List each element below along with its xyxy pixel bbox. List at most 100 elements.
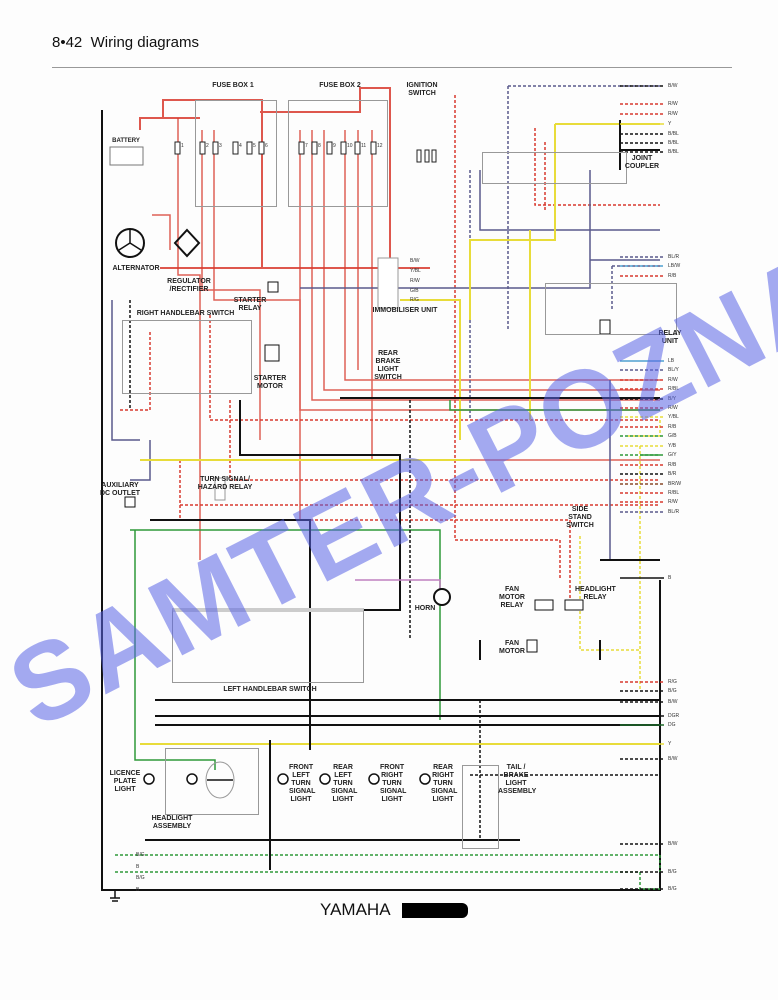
immobiliser-wire-label: R/G — [410, 297, 419, 303]
fuse-number: 2 — [206, 143, 209, 149]
black-wires — [145, 120, 660, 870]
right-edge-wire-label: R/W — [668, 377, 678, 383]
rear-right-turn-label: REAR RIGHT TURN SIGNAL LIGHT — [431, 764, 458, 803]
right-edge-wire-label: B/R — [668, 471, 677, 477]
redacted-model — [402, 903, 468, 918]
page-number: 8•42 — [52, 34, 83, 51]
fuse-number: 7 — [305, 143, 308, 149]
right-edge-wire-label: BR/W — [668, 481, 682, 487]
immobiliser-wire-label: Y/BL — [410, 268, 421, 274]
immobiliser-wire-label: R/W — [410, 278, 420, 284]
right-edge-wire-label: B/W — [668, 699, 678, 705]
left-edge-wire-label: B — [136, 887, 140, 893]
alternator-windings — [118, 230, 142, 251]
page-header: 8•42 Wiring diagrams — [52, 34, 199, 51]
right-edge-wire-label: G/B — [668, 433, 677, 439]
fuse-number: 10 — [347, 143, 353, 149]
right-edge-wire-label: BL/R — [668, 509, 680, 515]
joint-coupler-label: JOINT COUPLER — [624, 155, 660, 170]
front-right-turn-label: FRONT RIGHT TURN SIGNAL LIGHT — [380, 764, 407, 803]
left-handlebar-switch-label: LEFT HANDLEBAR SWITCH — [223, 686, 317, 693]
yellow-wires — [140, 123, 660, 745]
fuse-box-1-label: FUSE BOX 1 — [212, 82, 254, 89]
immobiliser-wire-label: G/B — [410, 288, 419, 294]
right-edge-wire-label: DGR — [668, 713, 680, 719]
headlight-bulb-icon — [205, 761, 235, 799]
fuse-number: 3 — [219, 143, 222, 149]
fuse-box-2-label: FUSE BOX 2 — [319, 82, 361, 89]
ignition-switch-label: IGNITION SWITCH — [406, 82, 438, 97]
battery-label: BATTERY — [112, 138, 140, 144]
right-edge-wire-label: B/W — [668, 841, 678, 847]
fuse-number: 6 — [265, 143, 268, 149]
fuse-box-1 — [195, 100, 277, 207]
brand-label: YAMAHA — [320, 900, 391, 919]
immobiliser-box — [377, 257, 399, 309]
starter-motor-icon — [264, 344, 280, 362]
right-edge-wire-label: B/BL — [668, 131, 679, 137]
rear-left-turn-label: REAR LEFT TURN SIGNAL LIGHT — [331, 764, 358, 803]
fuse-number: 12 — [377, 143, 383, 149]
fan-motor-icon — [526, 639, 538, 653]
relay-unit-label: RELAY UNIT — [658, 330, 682, 345]
fan-relay-icon — [534, 599, 554, 611]
right-edge-wire-label: LB/W — [668, 263, 681, 269]
page-title: Wiring diagrams — [90, 34, 199, 51]
right-edge-wire-label: R/G — [668, 679, 677, 685]
black-striped-wires — [129, 300, 660, 840]
headlight-relay-icon — [564, 599, 584, 611]
right-edge-wire-label: R/BL — [668, 490, 680, 496]
licence-light-label: LICENCE PLATE LIGHT — [109, 770, 141, 793]
front-left-turn-label: FRONT LEFT TURN SIGNAL LIGHT — [289, 764, 316, 803]
right-edge-wire-label: R/W — [668, 405, 678, 411]
right-edge-wire-label: Y/BL — [668, 414, 679, 420]
right-handlebar-switch-label: RIGHT HANDLEBAR SWITCH — [136, 310, 235, 317]
rectifier-icon — [173, 228, 201, 258]
immobiliser-wire-label: B/W — [410, 258, 420, 264]
fuse-number: 5 — [253, 143, 256, 149]
right-edge-wire-label: R/B — [668, 273, 677, 279]
right-edge-wire-label: LB — [668, 358, 675, 364]
aux-outlet-icon — [124, 496, 136, 508]
right-edge-wire-label: G/Y — [668, 452, 677, 458]
horn-label: HORN — [414, 605, 436, 612]
right-edge-wire-label: B/Y — [668, 396, 677, 402]
fuse-number: 1 — [181, 143, 184, 149]
fuses — [174, 141, 437, 163]
ground-icon — [110, 890, 120, 902]
header-rule — [52, 67, 732, 68]
tail-brake-label: TAIL / BRAKE LIGHT ASSEMBLY — [498, 764, 537, 795]
aux-outlet-label: AUXILIARY DC OUTLET — [99, 482, 141, 497]
right-edge-wire-label: R/B — [668, 424, 677, 430]
ground-wire — [101, 110, 661, 891]
immobiliser-label: IMMOBILISER UNIT — [372, 307, 438, 314]
left-edge-wire-label: B/G — [136, 852, 145, 858]
left-handlebar-switch-box — [172, 608, 364, 683]
tail-brake-box — [462, 765, 499, 849]
lamp-icons — [143, 773, 431, 785]
right-edge-wire-label: B/G — [668, 688, 677, 694]
relay-unit-box — [545, 283, 677, 335]
right-edge-wire-label: BL/Y — [668, 367, 679, 373]
right-edge-wire-label: B/BL — [668, 149, 679, 155]
right-edge-wire-label: R/W — [668, 101, 678, 107]
right-edge-wire-label: R/B — [668, 462, 677, 468]
fuse-number: 11 — [361, 143, 367, 149]
starter-motor-label: STARTER MOTOR — [253, 375, 287, 390]
right-edge-wire-label: B/BL — [668, 140, 679, 146]
right-edge-wire-label: R/W — [668, 499, 678, 505]
regulator-label: REGULATOR /RECTIFIER — [167, 278, 211, 293]
right-edge-wire-label: B/W — [668, 756, 678, 762]
battery-icon — [109, 146, 144, 166]
turn-relay-icon — [214, 477, 226, 501]
turn-relay-label: TURN SIGNAL/ HAZARD RELAY — [197, 476, 253, 491]
headlight-relay-label: HEADLIGHT RELAY — [575, 586, 616, 601]
headlight-assembly-box — [165, 748, 259, 815]
right-edge-wire-label: R/BL — [668, 386, 680, 392]
right-edge-wire-label: Y/B — [668, 443, 677, 449]
right-edge-wire-label: R/W — [668, 111, 678, 117]
green-striped-wires — [115, 854, 661, 890]
right-edge-wire-label: B — [668, 575, 672, 581]
